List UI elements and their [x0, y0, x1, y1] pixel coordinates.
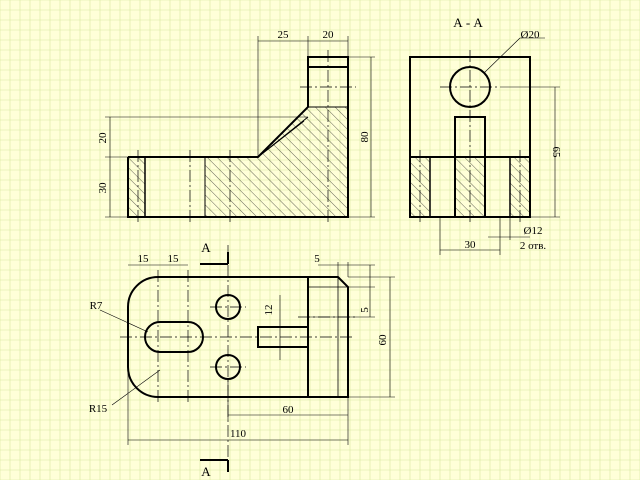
dim-110: 110: [230, 428, 247, 440]
dim-2-holes: 2 отв.: [520, 240, 547, 252]
dim-r15: R15: [89, 403, 108, 415]
dim-30-left: 30: [97, 182, 109, 194]
top-view: [99, 245, 395, 472]
dim-30-section: 30: [465, 239, 477, 251]
cut-letter-bottom: А: [201, 464, 211, 479]
dim-12: 12: [263, 305, 275, 316]
dim-20-top: 20: [323, 29, 335, 41]
dim-15b: 15: [168, 253, 180, 265]
section-title: А - А: [453, 15, 483, 30]
dim-60-vertical: 60: [377, 334, 389, 346]
dim-dia12: Ø12: [524, 225, 543, 237]
dim-dia20: Ø20: [521, 29, 540, 41]
dim-20-left: 20: [97, 132, 109, 144]
dim-5a: 5: [314, 253, 320, 265]
dim-5b: 5: [359, 307, 371, 313]
dim-65: 65: [550, 147, 562, 159]
section-view: [409, 37, 560, 255]
dim-25: 25: [278, 29, 290, 41]
cut-letter-top: А: [201, 240, 211, 255]
dim-r7: R7: [90, 300, 103, 312]
front-view: [105, 36, 375, 224]
dim-15a: 15: [138, 253, 150, 265]
dim-80: 80: [359, 131, 371, 143]
dim-60-horizontal: 60: [283, 404, 295, 416]
